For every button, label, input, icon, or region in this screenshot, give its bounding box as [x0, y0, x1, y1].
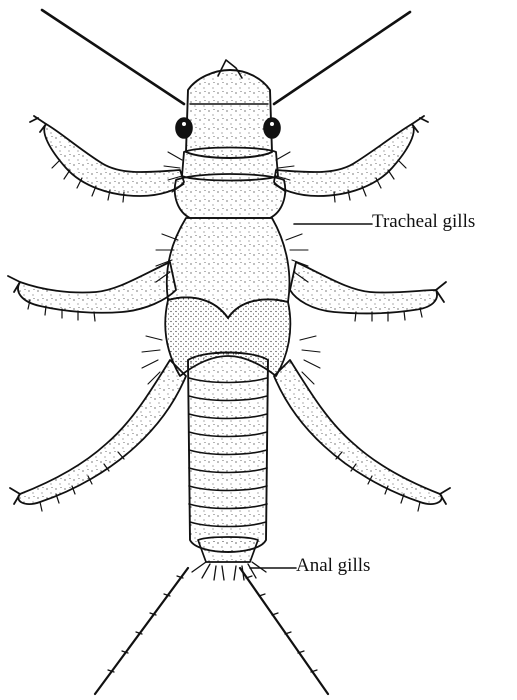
eye-right — [264, 118, 280, 138]
head — [186, 60, 272, 158]
middle-leg-right — [290, 262, 446, 321]
cercus-right — [240, 568, 328, 694]
label-tracheal-gills: Tracheal gills — [372, 212, 475, 231]
anal-gills — [192, 562, 266, 580]
middle-leg-left — [8, 262, 176, 321]
abdomen-tip — [198, 537, 258, 562]
antenna-left — [42, 10, 184, 104]
front-leg-right — [274, 116, 428, 202]
label-anal-gills: Anal gills — [296, 556, 370, 575]
abdomen — [188, 353, 268, 553]
hind-leg-left — [10, 360, 186, 511]
hind-leg-right — [274, 360, 450, 511]
eye-left — [176, 118, 192, 138]
mesothorax — [175, 174, 285, 218]
antenna-right — [274, 12, 410, 104]
cercus-left — [95, 568, 188, 694]
front-leg-left — [30, 116, 184, 202]
